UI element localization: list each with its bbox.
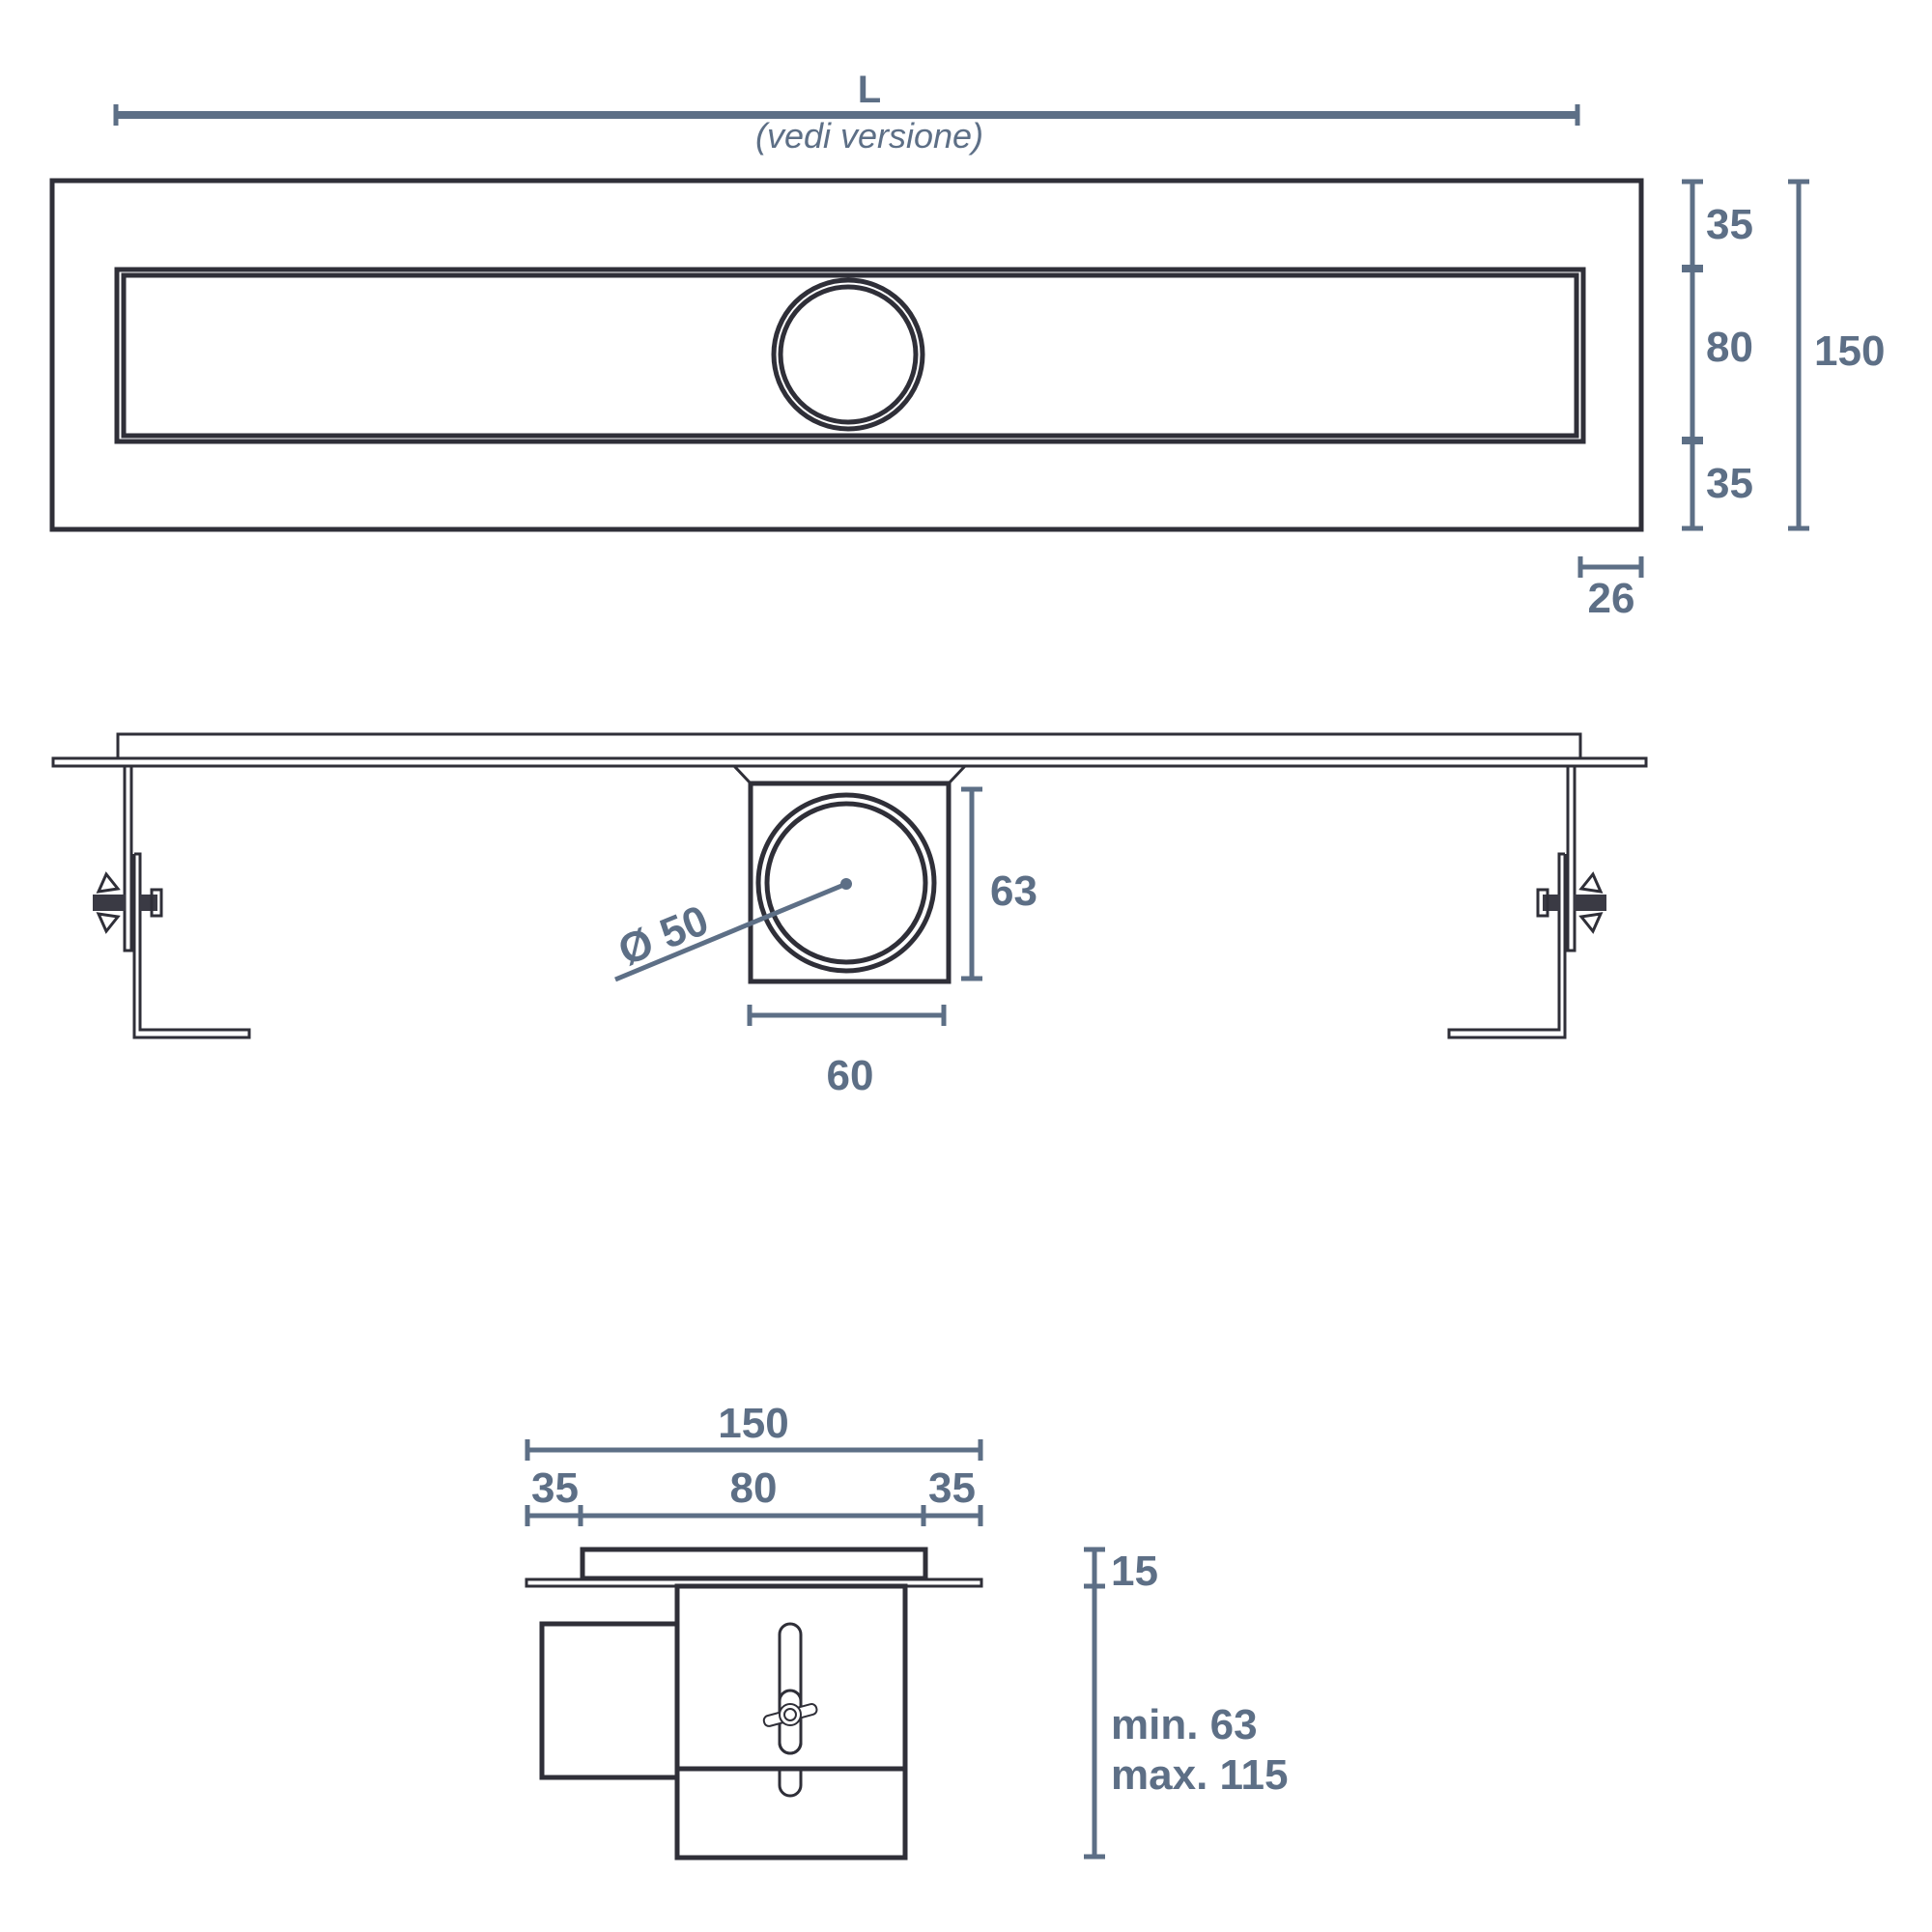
dim-label-bottom-margin: 35 (1706, 460, 1753, 507)
edge-offset-dimension: 26 (1577, 556, 1644, 622)
wing-nut-wing (96, 912, 121, 934)
bracket-strip (123, 764, 133, 952)
dim-label-pipe-diameter: Ø 50 (611, 896, 715, 975)
adjustment-slot (778, 1622, 803, 1755)
bracket-l-foot (132, 852, 251, 1039)
dim-label-height-min: min. 63 (1111, 1701, 1258, 1748)
dim-label-edge-offset: 26 (1588, 575, 1635, 622)
dim-label-outlet-height: 63 (990, 867, 1037, 915)
side-outlet-pipe (539, 1621, 680, 1780)
right-mounting-bracket (1447, 764, 1606, 1039)
length-dimension: L (vedi versione) (113, 69, 1580, 156)
diameter-leader-line (614, 881, 847, 982)
section-height-dimension: 15 min. 63 max. 115 (1084, 1547, 1289, 1860)
bracket-l-foot (1447, 852, 1567, 1039)
left-mounting-bracket (93, 764, 251, 1039)
dim-label-section-right: 35 (928, 1464, 976, 1512)
dim-label-outlet-width: 60 (827, 1052, 874, 1099)
outlet-box (748, 781, 952, 984)
section-cover (580, 1547, 928, 1581)
length-note: (vedi versione) (755, 116, 983, 156)
drain-hole-inner (778, 284, 919, 425)
section-segments-dimension: 35 80 35 (525, 1464, 983, 1526)
dim-label-height-max: max. 115 (1111, 1751, 1289, 1799)
outlet-height-dimension: 63 (961, 786, 1037, 981)
section-view: 150 35 80 35 15 (525, 1400, 1289, 1861)
drain-hole-outer (771, 277, 925, 432)
dim-label-section-total: 150 (718, 1400, 788, 1447)
wing-nut-wing (1578, 871, 1604, 894)
grate-outer-outline (114, 267, 1586, 444)
bracket-strip (1566, 764, 1577, 952)
dim-label-section-center: 80 (730, 1464, 778, 1512)
adjustment-wing-nut (762, 1703, 818, 1727)
dim-label-grate-width: 80 (1706, 324, 1753, 371)
grate-inner-outline (121, 272, 1579, 439)
dim-label-total-width: 150 (1814, 327, 1885, 375)
outlet-pipe-outer (755, 792, 937, 974)
cover-profile (116, 732, 1582, 760)
wing-nut-wing (96, 871, 121, 894)
section-total-width-dimension: 150 (525, 1400, 983, 1461)
length-label: L (858, 69, 881, 111)
side-view: Ø 50 63 60 (51, 732, 1648, 1099)
bolt-thread (93, 895, 126, 911)
dim-label-section-left: 35 (531, 1464, 579, 1512)
bolt-shank (1543, 895, 1560, 911)
bolt-shank (140, 895, 157, 911)
bolt-thread (1574, 895, 1606, 911)
outlet-width-dimension: 60 (747, 1005, 947, 1099)
wing-nut-wing (1578, 912, 1604, 934)
width-breakdown-dimension: 35 80 35 (1682, 179, 1753, 531)
total-width-dimension: 150 (1788, 179, 1885, 531)
wing-nut-hole (783, 1708, 797, 1721)
flange-profile (51, 756, 1648, 768)
dim-label-top-margin: 35 (1706, 201, 1753, 248)
dim-label-cover-height: 15 (1111, 1548, 1158, 1595)
lower-slot (778, 1769, 803, 1798)
drain-frame-outline (49, 178, 1644, 532)
outlet-funnel (732, 764, 967, 785)
leader-dot (840, 878, 852, 890)
bolt-head (150, 888, 163, 918)
outlet-pipe-inner (764, 801, 928, 965)
top-view: L (vedi versione) 35 80 35 150 (49, 69, 1885, 622)
bolt-head (1536, 888, 1549, 918)
